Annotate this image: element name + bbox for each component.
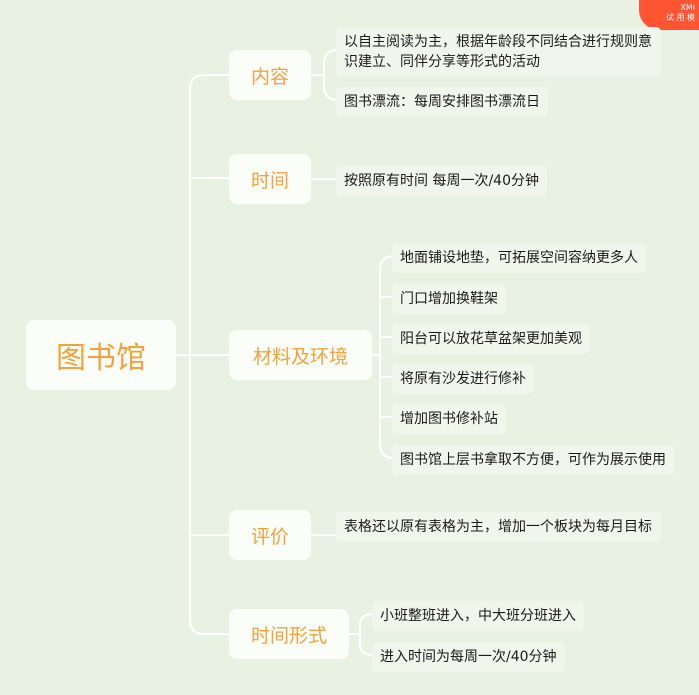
leaf-content-0-text: 以自主阅读为主，根据年龄段不同结合进行规则意识建立、同伴分享等形式的活动	[344, 34, 652, 70]
trial-badge: XMi 试 用 模	[639, 0, 699, 30]
branch-content-label: 内容	[250, 65, 289, 88]
connector-branch-0-leaves	[311, 49, 339, 101]
leaf-materials-1[interactable]: 门口增加换鞋架	[392, 284, 506, 314]
leaf-materials-4[interactable]: 增加图书修补站	[392, 404, 506, 434]
leaf-materials-0[interactable]: 地面铺设地垫，可拓展空间容纳更多人	[392, 243, 646, 273]
branch-content[interactable]: 内容	[229, 50, 311, 100]
branch-evaluation-label: 评价	[250, 525, 289, 548]
branch-materials[interactable]: 材料及环境	[229, 330, 372, 380]
leaf-time-0[interactable]: 按照原有时间 每周一次/40分钟	[336, 166, 547, 196]
root-node[interactable]: 图书馆	[26, 320, 176, 390]
leaf-materials-5-text: 图书馆上层书拿取不方便，可作为展示使用	[400, 452, 666, 468]
branch-evaluation[interactable]: 评价	[229, 510, 311, 560]
leaf-time-format-0-text: 小班整班进入，中大班分班进入	[380, 608, 576, 624]
leaf-materials-2-text: 阳台可以放花草盆架更加美观	[400, 331, 582, 347]
branch-time-label: 时间	[250, 169, 289, 192]
branch-materials-label: 材料及环境	[252, 345, 348, 368]
leaf-evaluation-0-text: 表格还以原有表格为主，增加一个板块为每月目标	[344, 519, 652, 535]
branch-time[interactable]: 时间	[229, 154, 311, 204]
leaf-content-1[interactable]: 图书漂流：每周安排图书漂流日	[336, 87, 548, 117]
leaf-time-format-1-text: 进入时间为每周一次/40分钟	[380, 649, 557, 665]
connector-branch-4-leaves	[349, 613, 375, 656]
leaf-time-format-1[interactable]: 进入时间为每周一次/40分钟	[372, 642, 565, 672]
leaf-time-format-0[interactable]: 小班整班进入，中大班分班进入	[372, 601, 584, 631]
leaf-materials-0-text: 地面铺设地垫，可拓展空间容纳更多人	[400, 250, 638, 266]
leaf-evaluation-0[interactable]: 表格还以原有表格为主，增加一个板块为每月目标	[336, 512, 661, 542]
connector-branch-2-leaves	[372, 255, 395, 459]
branch-time-format-label: 时间形式	[250, 624, 327, 647]
leaf-materials-1-text: 门口增加换鞋架	[400, 291, 498, 307]
root-label: 图书馆	[56, 341, 146, 376]
leaf-materials-5[interactable]: 图书馆上层书拿取不方便，可作为展示使用	[392, 445, 674, 475]
trial-badge-line1: XMi	[680, 3, 695, 12]
branch-time-format[interactable]: 时间形式	[229, 609, 349, 659]
trial-badge-line2: 试 用 模	[665, 13, 695, 22]
leaf-time-0-text: 按照原有时间 每周一次/40分钟	[344, 173, 539, 189]
leaf-materials-4-text: 增加图书修补站	[400, 411, 498, 427]
leaf-content-1-text: 图书漂流：每周安排图书漂流日	[344, 94, 540, 110]
leaf-materials-3-text: 将原有沙发进行修补	[400, 371, 526, 387]
leaf-materials-3[interactable]: 将原有沙发进行修补	[392, 364, 534, 394]
leaf-content-0[interactable]: 以自主阅读为主，根据年龄段不同结合进行规则意识建立、同伴分享等形式的活动	[336, 27, 661, 77]
leaf-materials-2[interactable]: 阳台可以放花草盆架更加美观	[392, 324, 590, 354]
